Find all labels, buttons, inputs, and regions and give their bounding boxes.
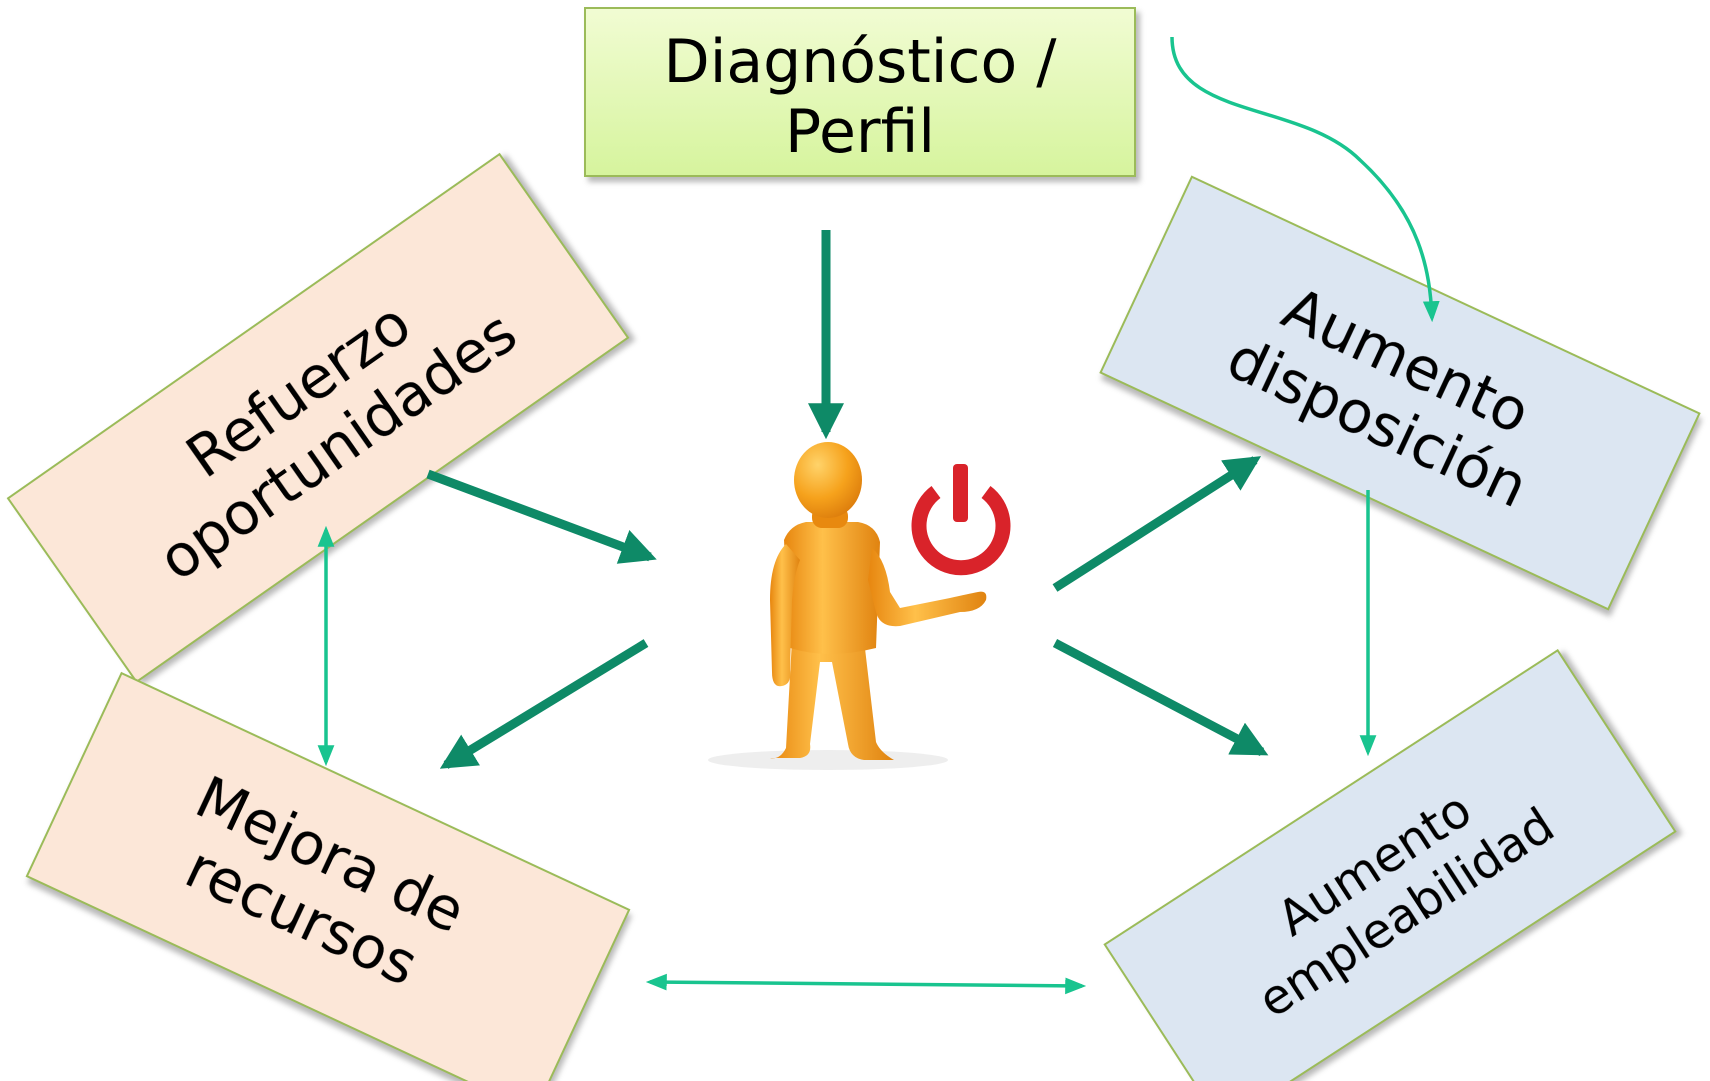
box-diagnostico-line1: Diagnóstico / (664, 27, 1058, 97)
person-figure-icon (708, 442, 987, 770)
light-arrows (317, 36, 1440, 995)
box-diagnostico-line2: Perfil (785, 97, 935, 167)
arrow-center-to-empleabilidad (1052, 639, 1269, 756)
arrow-mejora-empleabilidad (645, 973, 1087, 995)
box-refuerzo: Refuerzo oportunidades (6, 152, 630, 684)
arrow-center-to-disposicion (1052, 456, 1262, 592)
box-diagnostico: Diagnóstico / Perfil (584, 7, 1136, 177)
box-aumento-disposicion: Aumento disposición (1099, 175, 1701, 611)
arrow-refuerzo-to-center (426, 469, 657, 564)
arrow-center-to-mejora (439, 639, 649, 769)
box-mejora: Mejora de recursos (25, 671, 631, 1081)
dark-arrows (426, 230, 1269, 769)
arrow-diagnostico-to-disposicion (1170, 36, 1440, 323)
power-icon (911, 464, 1011, 576)
